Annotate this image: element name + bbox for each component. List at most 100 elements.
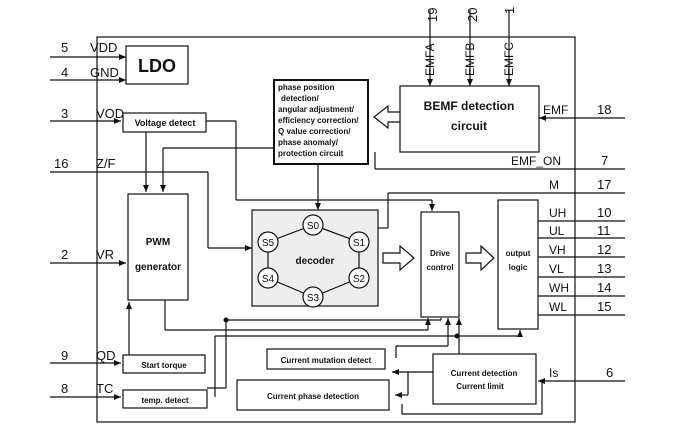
- start-torque-block: [122, 354, 206, 374]
- protection-line-1: phase position: [278, 83, 335, 92]
- state-s2: [348, 267, 370, 289]
- pin-1-number: 1: [502, 7, 517, 14]
- pin-20-number: 20: [465, 8, 480, 22]
- left-pin-labels: 5 VDD 4 GND 3 VOD 16 Z/F 2 VR 9 QD 8 TC: [54, 40, 124, 396]
- voltage-detect-block: [122, 112, 207, 133]
- right-pin-labels: EMF 18 EMF_ON 7 M 17 UH 10 UL 11 VH 12 V…: [511, 102, 613, 380]
- pin-9-number: 9: [61, 348, 68, 363]
- protection-line-6: phase anomaly/: [278, 138, 339, 147]
- pin-11-name: UL: [549, 224, 565, 238]
- protection-line-2: detection/: [281, 94, 320, 103]
- pin-6-name: Is: [549, 366, 558, 380]
- pwm-label: PWM: [146, 237, 170, 248]
- pin-18-number: 18: [597, 102, 611, 117]
- hollow-arrow-bemf-to-protection: [373, 104, 403, 130]
- output-label-1: output: [506, 249, 531, 258]
- pin-4-number: 4: [61, 65, 68, 80]
- pin-17-number: 17: [597, 177, 611, 192]
- state-s1: [348, 231, 370, 253]
- pin-15-name: WL: [549, 300, 567, 314]
- pin-10-number: 10: [597, 205, 611, 220]
- pin-3-name: VOD: [96, 106, 124, 121]
- ldo-block: [125, 45, 189, 85]
- pin-3-number: 3: [61, 106, 68, 121]
- pin-16-number: 16: [54, 156, 68, 171]
- protection-block: [273, 79, 369, 165]
- current-mutation-label: Current mutation detect: [281, 356, 372, 365]
- pin-19-number: 19: [425, 8, 440, 22]
- pin-14-name: WH: [549, 281, 569, 295]
- protection-line-4: efficiency correction/: [278, 116, 359, 125]
- current-detection-label-1: Current detection: [451, 369, 518, 378]
- pin-7-number: 7: [601, 153, 608, 168]
- pin-2-name: VR: [96, 247, 114, 262]
- pin-13-name: VL: [549, 262, 564, 276]
- drive-label-2: control: [426, 263, 453, 272]
- pin-13-number: 13: [597, 261, 611, 276]
- pin-5-name: VDD: [90, 40, 117, 55]
- pin-10-name: UH: [549, 206, 566, 220]
- current-mutation-block: [266, 348, 386, 370]
- hollow-arrow-drive-to-output: [465, 244, 495, 272]
- bemf-label-2: circuit: [451, 119, 487, 133]
- state-nodes: S0 S1 S2 S3 S4 S5: [257, 214, 370, 308]
- state-s0-label: S0: [307, 221, 320, 232]
- output-label-2: logic: [509, 263, 528, 272]
- top-pin-labels: 19 20 1 EMFA EMFB EMFC: [423, 7, 517, 76]
- start-torque-label: Start torque: [141, 361, 187, 370]
- pin-12-number: 12: [597, 242, 611, 257]
- generator-label: generator: [135, 262, 181, 273]
- bemf-label-1: BEMF detection: [424, 99, 515, 113]
- pin-9-name: QD: [96, 348, 116, 363]
- pin-4-name: GND: [90, 65, 119, 80]
- pin-19-name: EMFA: [423, 43, 437, 76]
- pin-6-number: 6: [606, 365, 613, 380]
- pin-5-number: 5: [61, 40, 68, 55]
- state-s4-label: S4: [262, 274, 275, 285]
- hollow-arrow-decoder-to-drive: [382, 244, 415, 272]
- current-detection-label-2: Current limit: [456, 382, 504, 391]
- state-s3: [302, 286, 324, 308]
- pin-2-number: 2: [61, 247, 68, 262]
- state-s1-label: S1: [353, 238, 366, 249]
- decoder-label: decoder: [296, 256, 335, 267]
- temp-detect-label: temp. detect: [141, 396, 188, 405]
- pin-18-name: EMF: [543, 103, 568, 117]
- voltage-detect-label: Voltage detect: [135, 118, 196, 128]
- protection-text: phase position detection/ angular adjust…: [278, 83, 359, 158]
- current-phase-label: Current phase detection: [267, 392, 359, 401]
- pin-8-number: 8: [61, 381, 68, 396]
- temp-detect-block: [122, 389, 208, 409]
- pin-7-name: EMF_ON: [511, 154, 561, 168]
- pin-14-number: 14: [597, 280, 611, 295]
- protection-line-7: protection circuit: [278, 149, 344, 158]
- pin-lines: [50, 10, 625, 400]
- protection-line-3: angular adjustment/: [278, 105, 355, 114]
- drive-control-block: [420, 211, 460, 318]
- protection-line-5: Q value correction/: [278, 127, 351, 136]
- current-phase-block: [236, 379, 390, 411]
- pin-15-number: 15: [597, 299, 611, 314]
- output-logic-block: [497, 199, 539, 330]
- chip-outline: [96, 36, 576, 423]
- state-s3-label: S3: [307, 293, 320, 304]
- state-s0: [302, 214, 324, 236]
- current-detection-block: [432, 353, 537, 405]
- state-s2-label: S2: [353, 274, 366, 285]
- pwm-generator-block: [127, 193, 189, 301]
- pin-11-number: 11: [597, 223, 611, 238]
- drive-label-1: Drive: [430, 249, 451, 258]
- internal-wiring: [98, 120, 545, 415]
- pin-1-name: EMFC: [502, 42, 516, 76]
- pin-8-name: TC: [96, 381, 113, 396]
- pin-16-name: Z/F: [96, 156, 116, 171]
- bemf-detection-block: [399, 85, 540, 153]
- pin-12-name: VH: [549, 243, 566, 257]
- state-s4: [257, 267, 279, 289]
- pin-17-name: M: [549, 178, 559, 192]
- pin-20-name: EMFB: [463, 43, 477, 76]
- state-s5-label: S5: [262, 238, 275, 249]
- state-s5: [257, 231, 279, 253]
- ldo-label: LDO: [138, 56, 176, 76]
